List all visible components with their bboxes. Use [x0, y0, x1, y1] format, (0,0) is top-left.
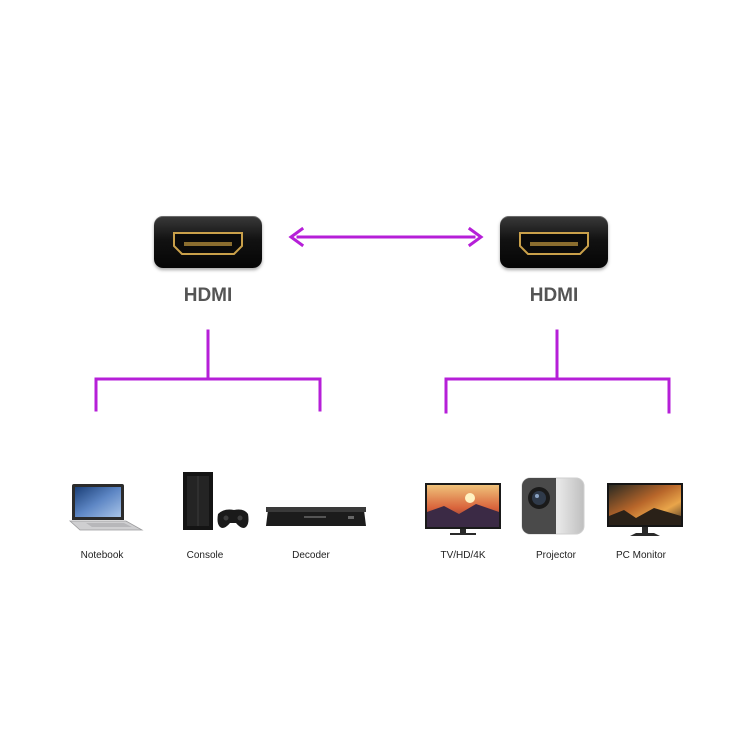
game-console-icon: [183, 472, 249, 530]
device-label: Console: [186, 550, 224, 561]
monitor-icon: [607, 483, 683, 536]
right-bracket: [444, 377, 671, 414]
device-label: Decoder: [292, 550, 330, 561]
device-label: TV/HD/4K: [440, 550, 486, 561]
hdmi-port-right: [500, 216, 608, 268]
laptop-icon: [68, 484, 144, 531]
device-label: Projector: [535, 550, 576, 561]
hdmi-label-left: HDMI: [183, 285, 233, 306]
projector-icon: [521, 477, 585, 535]
hdmi-label-right: HDMI: [529, 285, 579, 306]
device-label: Notebook: [80, 550, 124, 561]
hdmi-port-icon: [519, 232, 589, 255]
hdmi-port-icon: [173, 232, 243, 255]
device-label: PC Monitor: [615, 550, 666, 561]
set-top-box-icon: [266, 507, 366, 526]
left-arrowhead: [288, 226, 305, 248]
hdmi-port-left: [154, 216, 262, 268]
left-bracket: [94, 377, 322, 412]
television-icon: [425, 483, 501, 535]
right-arrowhead: [467, 226, 484, 248]
